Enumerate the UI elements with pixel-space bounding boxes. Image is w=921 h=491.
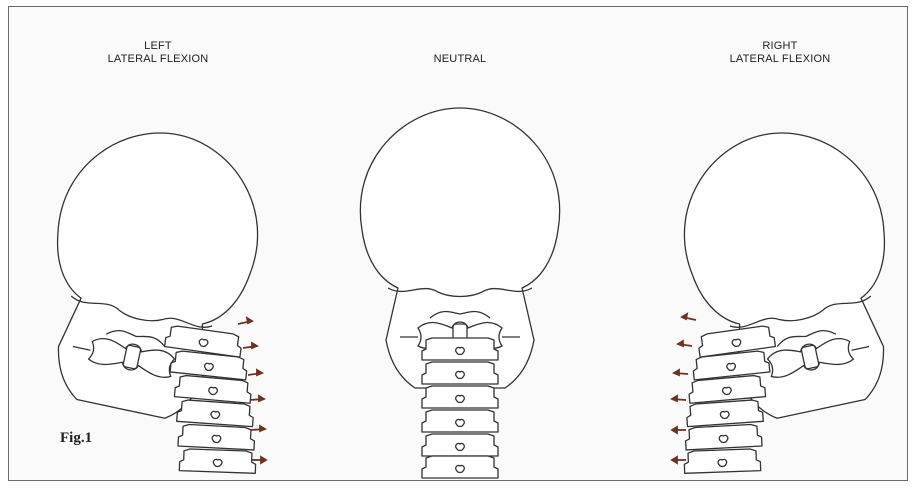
neutral-vertebra-6 [422, 456, 498, 478]
neutral-vertebra-3 [422, 386, 498, 408]
neutral-cervical-spine [422, 338, 498, 478]
neutral-vertebra-5 [422, 434, 498, 456]
right-vertebra-6 [684, 449, 761, 474]
neutral-vertebra-4 [422, 410, 498, 432]
neutral-vertebra-2 [422, 362, 498, 384]
left-vertebra-4 [177, 399, 254, 426]
left-vertebra-5 [178, 424, 255, 450]
left-vertebra-6 [179, 449, 256, 474]
neutral-vertebra-1 [422, 338, 498, 360]
right-vertebra-4 [686, 399, 763, 426]
right-vertebra-5 [685, 424, 762, 450]
figure-caption: Fig.1 [60, 430, 92, 447]
